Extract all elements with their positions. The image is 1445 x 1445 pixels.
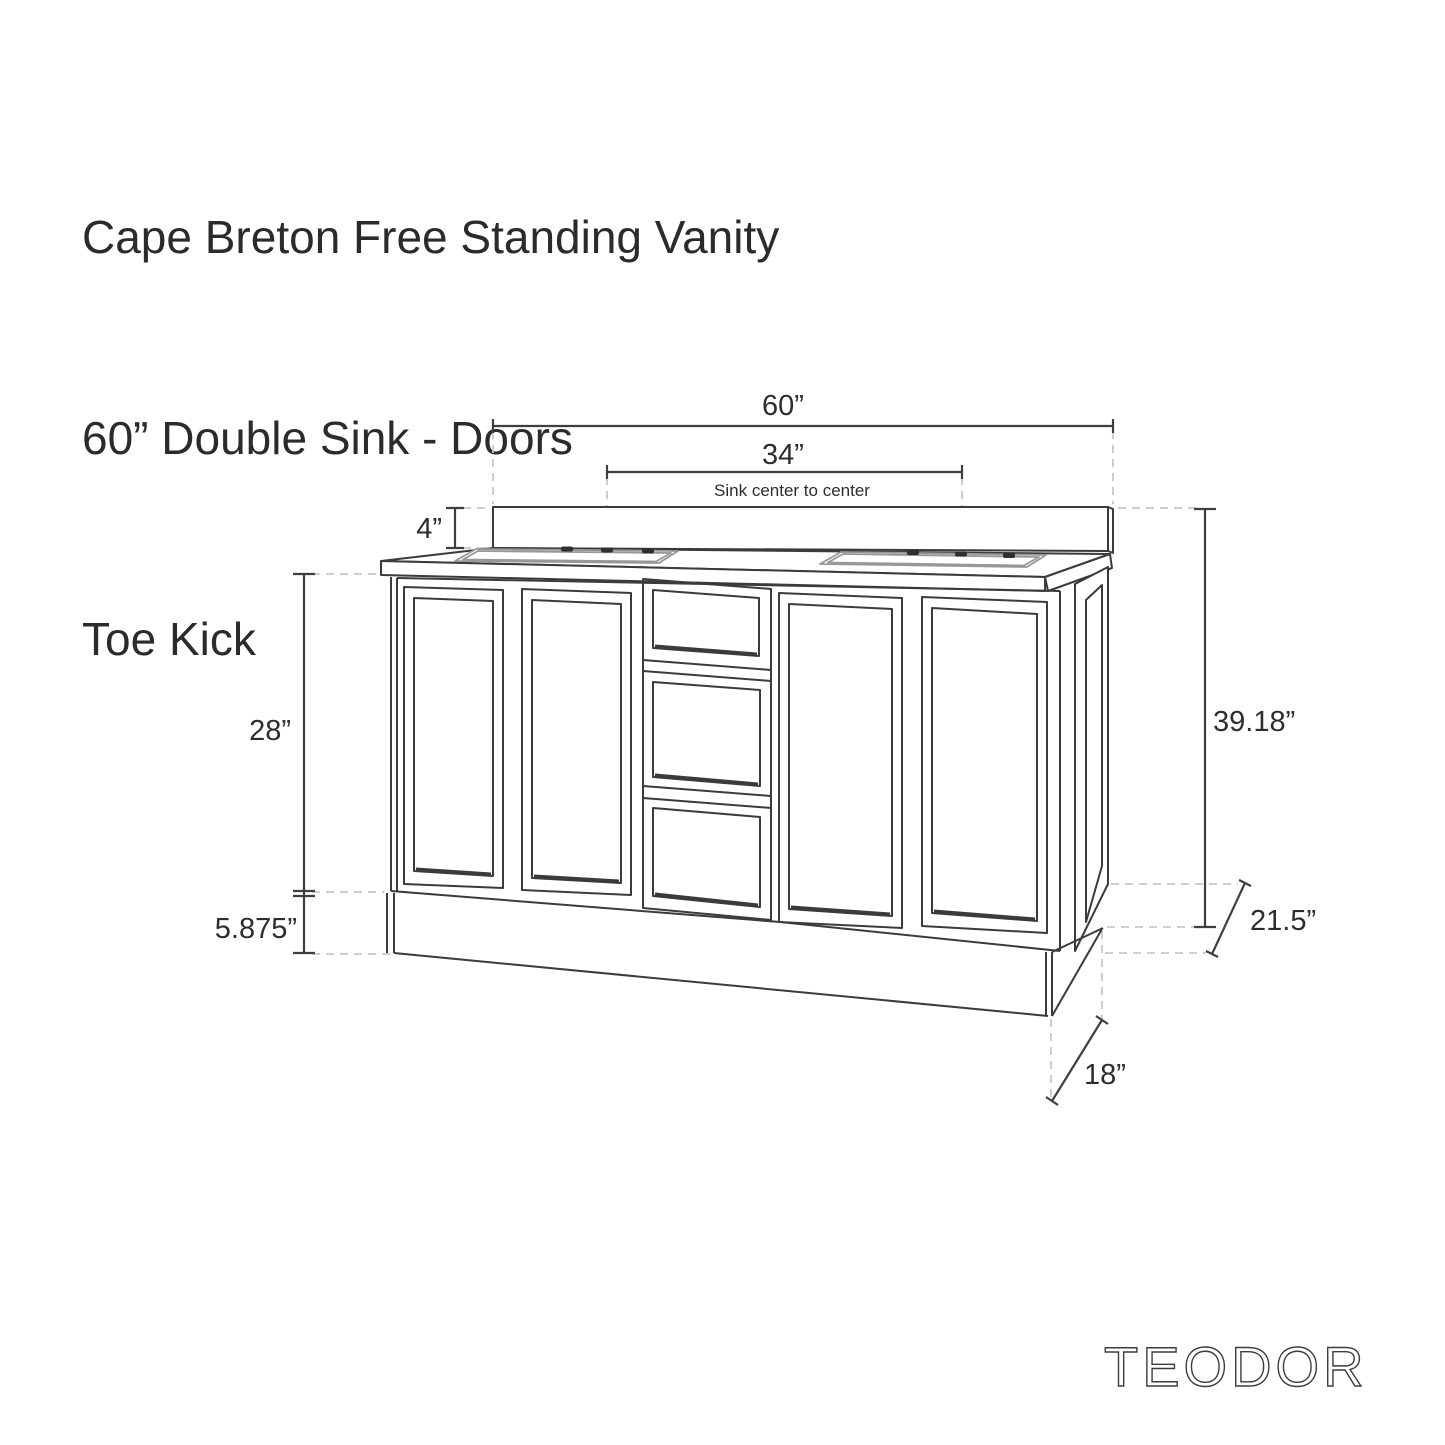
title-line-3: Toe Kick [82,613,256,665]
drawer-panel-shadow [654,773,759,786]
door-outline [403,586,504,889]
dimension-tick [1045,1096,1059,1106]
door-panel-shadow [933,909,1036,921]
drawer-panel-bottom [652,807,761,908]
door-panel [531,599,622,884]
door-panel-shadow [415,867,492,876]
sink-centers-label: 34” [762,439,804,471]
backsplash-height-label: 4” [416,513,442,545]
dimension-line [1211,882,1246,955]
sink-rim-inner [827,553,1040,567]
dimension-tick [1205,950,1219,958]
dimension-sink-centers: 34” Sink center to center [605,439,964,500]
drawer-divider [642,797,772,809]
toe-kick-bottom-edge [393,952,1049,1017]
door-left-2 [521,588,632,896]
door-outline [921,596,1048,934]
face-frame-bottom-edge [390,890,1061,952]
dimension-backsplash-height: 4” [416,506,464,550]
drawer-panel-top [652,589,760,657]
brand-logo: TEODOR [1104,1335,1368,1398]
toe-kick [386,893,1104,1017]
door-outline [521,588,632,896]
drawer-divider [642,785,772,797]
sink-right [819,550,1047,568]
faucet-hole [642,548,654,554]
drawer-panel-shadow [654,892,759,907]
dimension-line [1051,1019,1103,1102]
door-panel [931,607,1038,922]
toe-kick-height-label: 5.875” [215,913,297,945]
backsplash-end-face [1107,506,1114,554]
sink-centers-note: Sink center to center [714,481,870,500]
door-right-1 [778,592,903,929]
door-panel [788,603,893,917]
door-outline [778,592,903,929]
dimension-overall-width: 60” [491,390,1115,433]
door-left-1 [403,586,504,889]
backsplash [492,506,1114,554]
door-panel [413,597,494,877]
side-panel-inner-frame [1085,584,1103,923]
overall-depth-label: 21.5” [1250,905,1316,937]
drawer-panel-middle [652,681,761,787]
door-right-2 [921,596,1048,934]
overall-height-label: 39.18” [1213,706,1295,738]
side-panel [1074,566,1109,952]
drawing-title: Cape Breton Free Standing Vanity 60” Dou… [82,70,779,807]
dimension-tick [1095,1015,1109,1025]
toe-kick-depth-label: 18” [1084,1059,1126,1091]
faucet-hole [601,547,613,553]
title-line-2: 60” Double Sink - Doors [82,412,573,464]
drawer-divider [642,659,772,671]
vanity-drawing [380,506,1114,1017]
toe-kick-side-bottom-edge [1051,928,1103,1017]
dimension-door-height: 28” 5.875” [215,572,315,955]
dimension-overall-height: 39.18” [1194,507,1295,929]
drawer-divider [642,670,772,682]
overall-width-label: 60” [762,390,804,422]
door-panel-shadow [533,874,620,883]
face-frame-top-edge [396,577,1061,592]
side-panel-outline [1074,566,1109,952]
dimension-overall-depth: 21.5” [1205,879,1316,958]
drawer-bank-outline [642,578,772,921]
dimension-tick [1238,879,1252,887]
toe-kick-side-top-edge [1051,927,1104,953]
faucet-hole [907,550,919,555]
drawer-panel-shadow [654,644,758,656]
cabinet-face-frame [390,577,1061,952]
faucet-hole [1003,553,1015,558]
faucet-hole [561,546,573,552]
drawer-bank [642,578,772,921]
title-line-1: Cape Breton Free Standing Vanity [82,211,780,263]
door-height-label: 28” [249,715,291,747]
sink-rim-inner [462,550,672,563]
faucet-hole [955,551,967,557]
sink-left [454,546,679,564]
dimension-toe-kick-depth: 18” [1045,1015,1126,1106]
backsplash-front-face [492,506,1109,552]
door-panel-shadow [790,905,891,916]
